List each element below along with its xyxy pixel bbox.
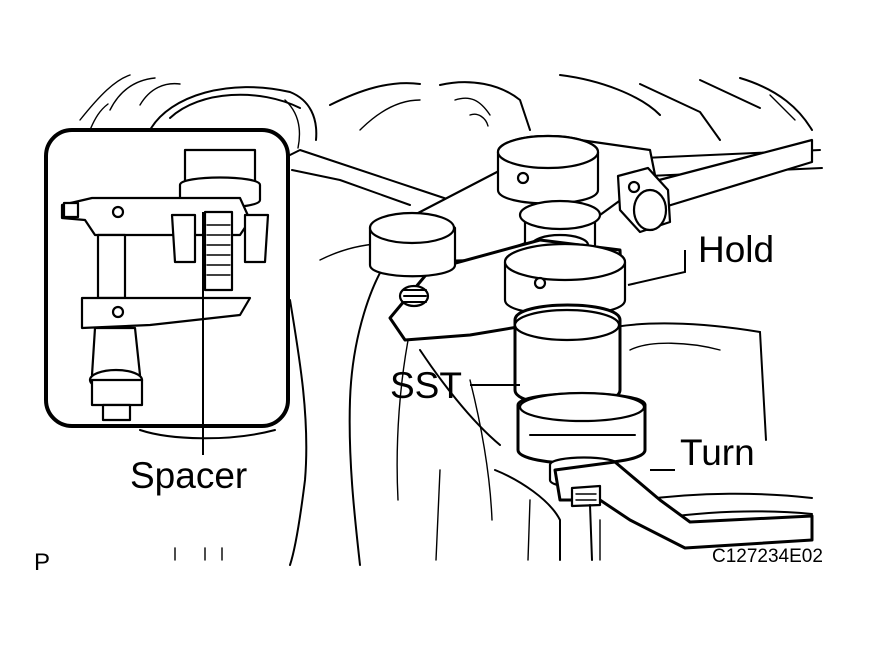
turn-label: Turn (680, 432, 755, 473)
figure-code: C127234E02 (712, 546, 823, 567)
view-marker: P (34, 549, 50, 576)
sst-tool-assembly (368, 134, 814, 561)
callout-labels: Hold SST Turn Spacer P C127234E02 (34, 229, 823, 576)
hold-label: Hold (698, 229, 774, 270)
sst-label: SST (390, 365, 462, 406)
spacer-label: Spacer (130, 455, 247, 496)
leader-lines (470, 250, 686, 471)
background-linework (79, 74, 823, 566)
hold-leader (627, 250, 686, 286)
inset-detail (44, 128, 290, 455)
